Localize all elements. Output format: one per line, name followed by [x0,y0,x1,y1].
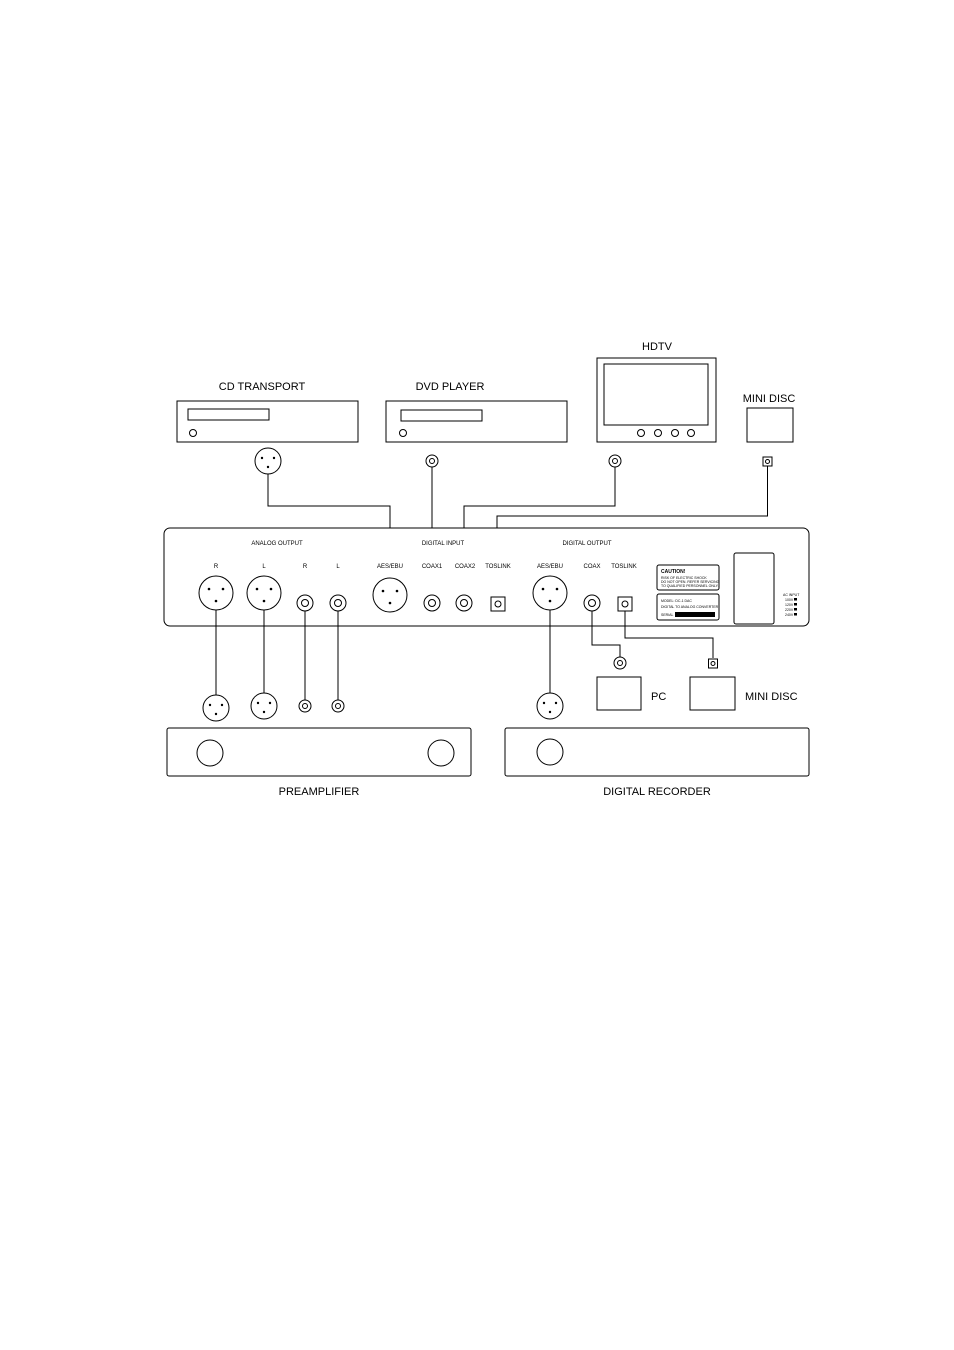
model-line2: DIGITAL TO ANALOG CONVERTER [661,605,719,609]
xlr-plug-preamp-r [202,694,230,722]
xlr-plug-cd [254,447,282,475]
caution-line2: DO NOT OPEN. REFER SERVICING [661,580,720,584]
digital-recorder-body [504,727,810,777]
voltage-selector: AC INPUT 100V 120V 220V 240V [783,593,800,617]
mini-disc-recorder: MINI DISC [689,676,798,711]
analog-l-rca-label: L [336,564,340,570]
input-toslink-label: TOSLINK [485,564,511,570]
dvd-player-button [399,429,407,437]
analog-r-xlr-label: R [214,564,219,570]
model-line1: MODEL: DC-1 DAC [661,599,692,603]
analog-r-xlr-jack [198,575,234,611]
preamplifier-knob [196,739,224,767]
preamplifier-knob [427,739,455,767]
mini-disc-source-label: MINI DISC [743,393,796,405]
hdtv-screen [603,363,709,426]
model-sticker: MODEL: DC-1 DAC DIGITAL TO ANALOG CONVER… [656,593,720,621]
digital-recorder-label: DIGITAL RECORDER [603,786,711,798]
hdtv-knob [654,429,662,437]
input-coax2-jack [455,594,473,612]
output-coax-label: COAX [583,564,600,570]
voltage-120-label: 120V [785,603,794,607]
digital-recorder: DIGITAL RECORDER [504,727,810,798]
analog-l-rca-jack [329,594,347,612]
input-coax1-label: COAX1 [422,564,443,570]
caution-title: CAUTION! [661,569,686,575]
toslink-plug-minidisc-dest [708,658,718,669]
preamplifier: PREAMPLIFIER [166,727,472,798]
output-coax-jack [583,594,601,612]
rca-plug-dvd [425,454,439,468]
input-toslink-jack [490,596,506,612]
toslink-plug-minidisc-source [762,456,773,467]
input-coax1-jack [423,594,441,612]
digital-output-label: DIGITAL OUTPUT [562,541,611,547]
input-aes-label: AES/EBU [377,564,403,570]
input-aes-xlr-jack [372,577,408,613]
cd-transport-body [176,400,359,443]
rca-plug-pc [613,656,627,670]
hdtv-knob [671,429,679,437]
dac-rear-panel: ANALOG OUTPUT DIGITAL INPUT DIGITAL OUTP… [163,527,810,627]
xlr-plug-recorder [536,692,564,720]
pc: PC [596,676,666,711]
mini-disc-recorder-label: MINI DISC [745,691,798,703]
rca-plug-preamp-l [331,699,345,713]
power-inlet [733,552,775,625]
wire-output-toslink-to-minidisc [624,611,714,658]
hdtv-knob [687,429,695,437]
output-toslink-jack [617,596,633,612]
mini-disc-source: MINI DISC [743,393,796,443]
cd-transport: CD TRANSPORT [176,381,359,443]
xlr-plug-preamp-l [250,692,278,720]
pc-body [596,676,642,711]
analog-output-label: ANALOG OUTPUT [251,541,303,547]
wire-output-coax-to-pc [591,611,621,657]
rca-plug-hdtv [608,454,622,468]
rca-plug-preamp-r [298,699,312,713]
cd-transport-tray [187,408,270,421]
voltage-100-label: 100V [785,598,794,602]
hdtv: HDTV [596,341,717,443]
analog-l-xlr-label: L [262,564,266,570]
input-coax2-label: COAX2 [455,564,476,570]
cd-transport-label: CD TRANSPORT [219,381,306,393]
mini-disc-source-body [746,407,794,443]
caution-line1: RISK OF ELECTRIC SHOCK [661,576,707,580]
digital-input-label: DIGITAL INPUT [422,541,465,547]
dvd-player-label: DVD PLAYER [416,381,485,393]
analog-r-rca-label: R [303,564,308,570]
mini-disc-recorder-body [689,676,736,711]
dvd-player-tray [400,409,483,422]
preamplifier-label: PREAMPLIFIER [279,786,360,798]
analog-l-xlr-jack [246,575,282,611]
serial-barcode [675,612,715,617]
dvd-player: DVD PLAYER [385,381,568,443]
analog-r-rca-jack [296,594,314,612]
voltage-220-label: 220V [785,608,794,612]
dac-chassis [163,527,810,627]
output-aes-xlr-jack [532,575,568,611]
serial-label: SERIAL [661,613,674,617]
ac-input-label: AC INPUT [783,593,800,597]
preamplifier-body [166,727,472,777]
output-toslink-label: TOSLINK [611,564,637,570]
pc-label: PC [651,691,666,703]
voltage-240-label: 240V [785,613,794,617]
caution-line3: TO QUALIFIED PERSONNEL ONLY. [661,584,719,588]
hdtv-label: HDTV [642,341,673,353]
digital-recorder-knob [536,738,564,766]
cd-transport-button [189,429,197,437]
caution-sticker: CAUTION! RISK OF ELECTRIC SHOCK DO NOT O… [656,564,720,591]
hdtv-knob [637,429,645,437]
output-aes-label: AES/EBU [537,564,563,570]
